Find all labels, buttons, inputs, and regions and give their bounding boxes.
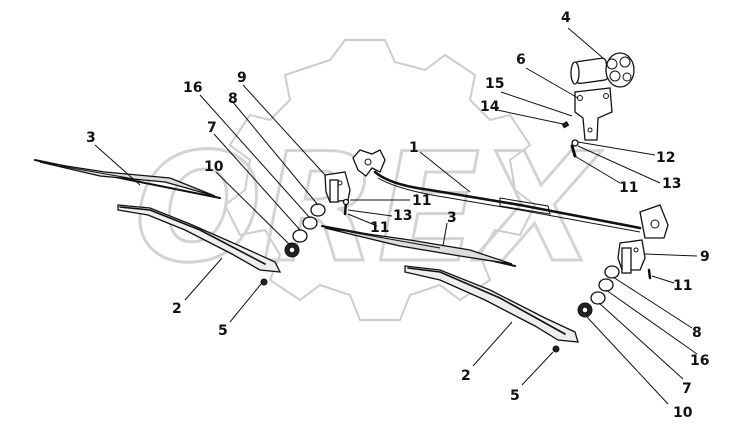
callout-5-right: 5 xyxy=(510,388,520,404)
left-wiper-blade xyxy=(34,159,221,199)
callout-11-a: 11 xyxy=(412,193,431,209)
callout-10-right: 10 xyxy=(673,405,693,421)
callout-16-left: 16 xyxy=(183,80,202,96)
right-arm-nut xyxy=(552,345,560,353)
callout-11-c: 11 xyxy=(619,180,638,196)
wiper-motor xyxy=(570,52,635,88)
callout-2-right: 2 xyxy=(461,368,471,384)
callout-7-left: 7 xyxy=(207,120,217,136)
callout-9-right: 9 xyxy=(700,249,710,265)
callout-2-left: 2 xyxy=(172,301,182,317)
callout-6: 6 xyxy=(516,52,526,68)
watermark-logo: OREX xyxy=(133,39,603,321)
callout-8-left: 8 xyxy=(228,91,238,107)
callout-15: 15 xyxy=(485,76,504,92)
left-screws xyxy=(342,198,350,216)
callout-5-left: 5 xyxy=(218,323,228,339)
bracket-bolts xyxy=(561,121,579,158)
callout-4: 4 xyxy=(561,10,571,26)
callout-12: 12 xyxy=(656,150,675,166)
watermark-gear xyxy=(223,39,537,321)
callout-1: 1 xyxy=(409,140,419,156)
callout-13-left: 13 xyxy=(393,208,412,224)
leader-lines xyxy=(94,27,698,405)
right-washers xyxy=(577,265,652,318)
callout-13-right: 13 xyxy=(662,176,681,192)
callout-3-left: 3 xyxy=(86,130,96,146)
watermark-text: OREX xyxy=(134,122,601,296)
callout-labels: 1 2 2 3 3 4 5 5 6 7 7 8 8 9 9 10 10 11 1… xyxy=(86,10,710,421)
callout-10-left: 10 xyxy=(204,159,224,175)
callout-7-right: 7 xyxy=(682,381,692,397)
callout-11-d: 11 xyxy=(673,278,692,294)
right-wiper-blade xyxy=(321,225,516,267)
right-pivot xyxy=(617,239,646,274)
right-wiper-arm xyxy=(404,265,579,343)
left-wiper-arm xyxy=(117,204,282,273)
left-arm-nut xyxy=(260,278,268,286)
motor-bracket xyxy=(574,87,613,141)
callout-8-right: 8 xyxy=(692,325,702,341)
wiper-linkage xyxy=(352,149,669,239)
callout-3-right: 3 xyxy=(447,210,457,226)
left-washers xyxy=(284,203,326,258)
callout-11-b: 11 xyxy=(370,220,389,236)
left-pivot xyxy=(324,171,351,203)
callout-9-left: 9 xyxy=(237,70,247,86)
callout-14: 14 xyxy=(480,99,500,115)
callout-16-right: 16 xyxy=(690,353,709,369)
